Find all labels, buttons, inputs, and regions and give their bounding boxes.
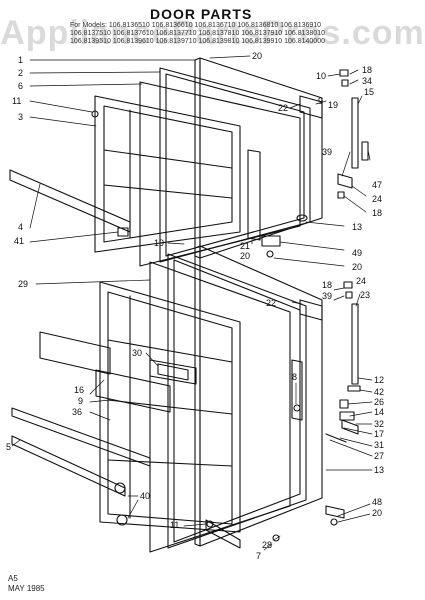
- model-list: For Models: 106.8136510 106.8136610 106.…: [70, 22, 380, 46]
- callout: 8: [292, 372, 297, 382]
- callout: 24: [356, 276, 366, 286]
- lower-hinge-hardware: [325, 281, 361, 526]
- callout: 27: [374, 451, 384, 461]
- freezer-shelf-rail: [9, 169, 131, 233]
- butter-compartment: [149, 359, 197, 385]
- callout: 9: [318, 96, 323, 106]
- watermark: AppliancePartsPros.com: [0, 14, 425, 52]
- footer-date: MAY 1985: [8, 584, 45, 593]
- callout: 42: [374, 387, 384, 397]
- freezer-side-brace: [247, 149, 261, 241]
- callout: 24: [372, 194, 382, 204]
- leader-lines: [11, 55, 373, 551]
- model-line: For Models: 106.8136510 106.8136610 106.…: [70, 22, 322, 29]
- callout: 28: [262, 540, 272, 550]
- callout: 17: [374, 429, 384, 439]
- callout: 18: [362, 65, 372, 75]
- freezer-liner: [94, 95, 241, 253]
- callout: 4: [18, 222, 23, 232]
- shelf-retainer: [116, 514, 128, 526]
- callout: 10: [316, 71, 326, 81]
- callout: 13: [374, 465, 384, 475]
- callout: 3: [18, 112, 23, 122]
- callout: 20: [352, 262, 362, 272]
- callout: 39: [322, 291, 332, 301]
- callout: 31: [374, 440, 384, 450]
- callout: 20: [372, 508, 382, 518]
- callout: 30: [132, 348, 142, 358]
- door-shelf-upper: [39, 331, 111, 375]
- door-shelf-lower: [95, 369, 171, 413]
- fresh-gasket: [167, 253, 307, 549]
- callout: 26: [374, 397, 384, 407]
- callout: 11: [170, 520, 179, 530]
- fresh-liner: [99, 281, 241, 533]
- callout: 13: [352, 222, 362, 232]
- callout: 22: [278, 103, 288, 113]
- callout: 19: [154, 238, 164, 248]
- callout: 18: [372, 208, 382, 218]
- callout: 1: [18, 55, 23, 65]
- page-title: DOOR PARTS: [150, 6, 253, 22]
- callout: 47: [372, 180, 382, 190]
- lower-hinge-bracket: [261, 235, 281, 247]
- callout: 6: [18, 81, 23, 91]
- callout: 41: [14, 236, 24, 246]
- callout: 15: [364, 87, 374, 97]
- callout: 2: [18, 68, 23, 78]
- freezer-breaker: [139, 81, 301, 267]
- callout: 18: [322, 280, 332, 290]
- fresh-side-brace: [291, 359, 303, 421]
- freezer-screw: [91, 110, 99, 118]
- shelf-retainer: [114, 482, 126, 494]
- lower-hinge-rod: [351, 303, 359, 385]
- freezer-gasket: [159, 67, 311, 263]
- callout: 5: [6, 442, 11, 452]
- fresh-food-door-assembly: [11, 245, 323, 553]
- shelf-bar-5: [11, 435, 126, 497]
- callout: 22: [266, 298, 276, 308]
- fresh-breaker: [149, 261, 291, 553]
- callout: 9: [78, 396, 83, 406]
- callout: 23: [360, 290, 370, 300]
- callout: 36: [72, 407, 82, 417]
- lower-hinge-plate: [325, 505, 345, 519]
- model-line: 106.8139510 106.8139610 106.8139710 106.…: [70, 38, 325, 45]
- upper-hinge-hardware: [261, 69, 369, 258]
- callout: 39: [322, 147, 332, 157]
- callout: 49: [352, 248, 362, 258]
- callout: 40: [140, 491, 150, 501]
- callout: 48: [372, 497, 382, 507]
- callout: 14: [374, 407, 384, 417]
- shelf-bar-36: [11, 407, 151, 467]
- callout-labels: 1 2 6 11 3 20 22 10 9 19 18 34 15 39 47 …: [6, 51, 384, 561]
- footer-code: A5: [8, 574, 18, 583]
- upper-hinge-rod: [351, 97, 359, 169]
- callout: 29: [18, 279, 28, 289]
- callout: 19: [328, 100, 338, 110]
- callout: 16: [74, 385, 84, 395]
- callout: 34: [362, 76, 372, 86]
- callout: 20: [240, 251, 250, 261]
- model-line: 106.8137510 106.8137610 106.8137710 106.…: [70, 30, 325, 37]
- callout: 32: [374, 419, 384, 429]
- callout: 21: [240, 241, 250, 251]
- fresh-screw: [206, 520, 214, 528]
- callout: 7: [256, 551, 261, 561]
- freezer-hinge-strip: [299, 95, 323, 119]
- callout: 11: [12, 96, 21, 106]
- callout: 20: [252, 51, 262, 61]
- callout: 12: [374, 375, 384, 385]
- freezer-door-assembly: [9, 57, 323, 267]
